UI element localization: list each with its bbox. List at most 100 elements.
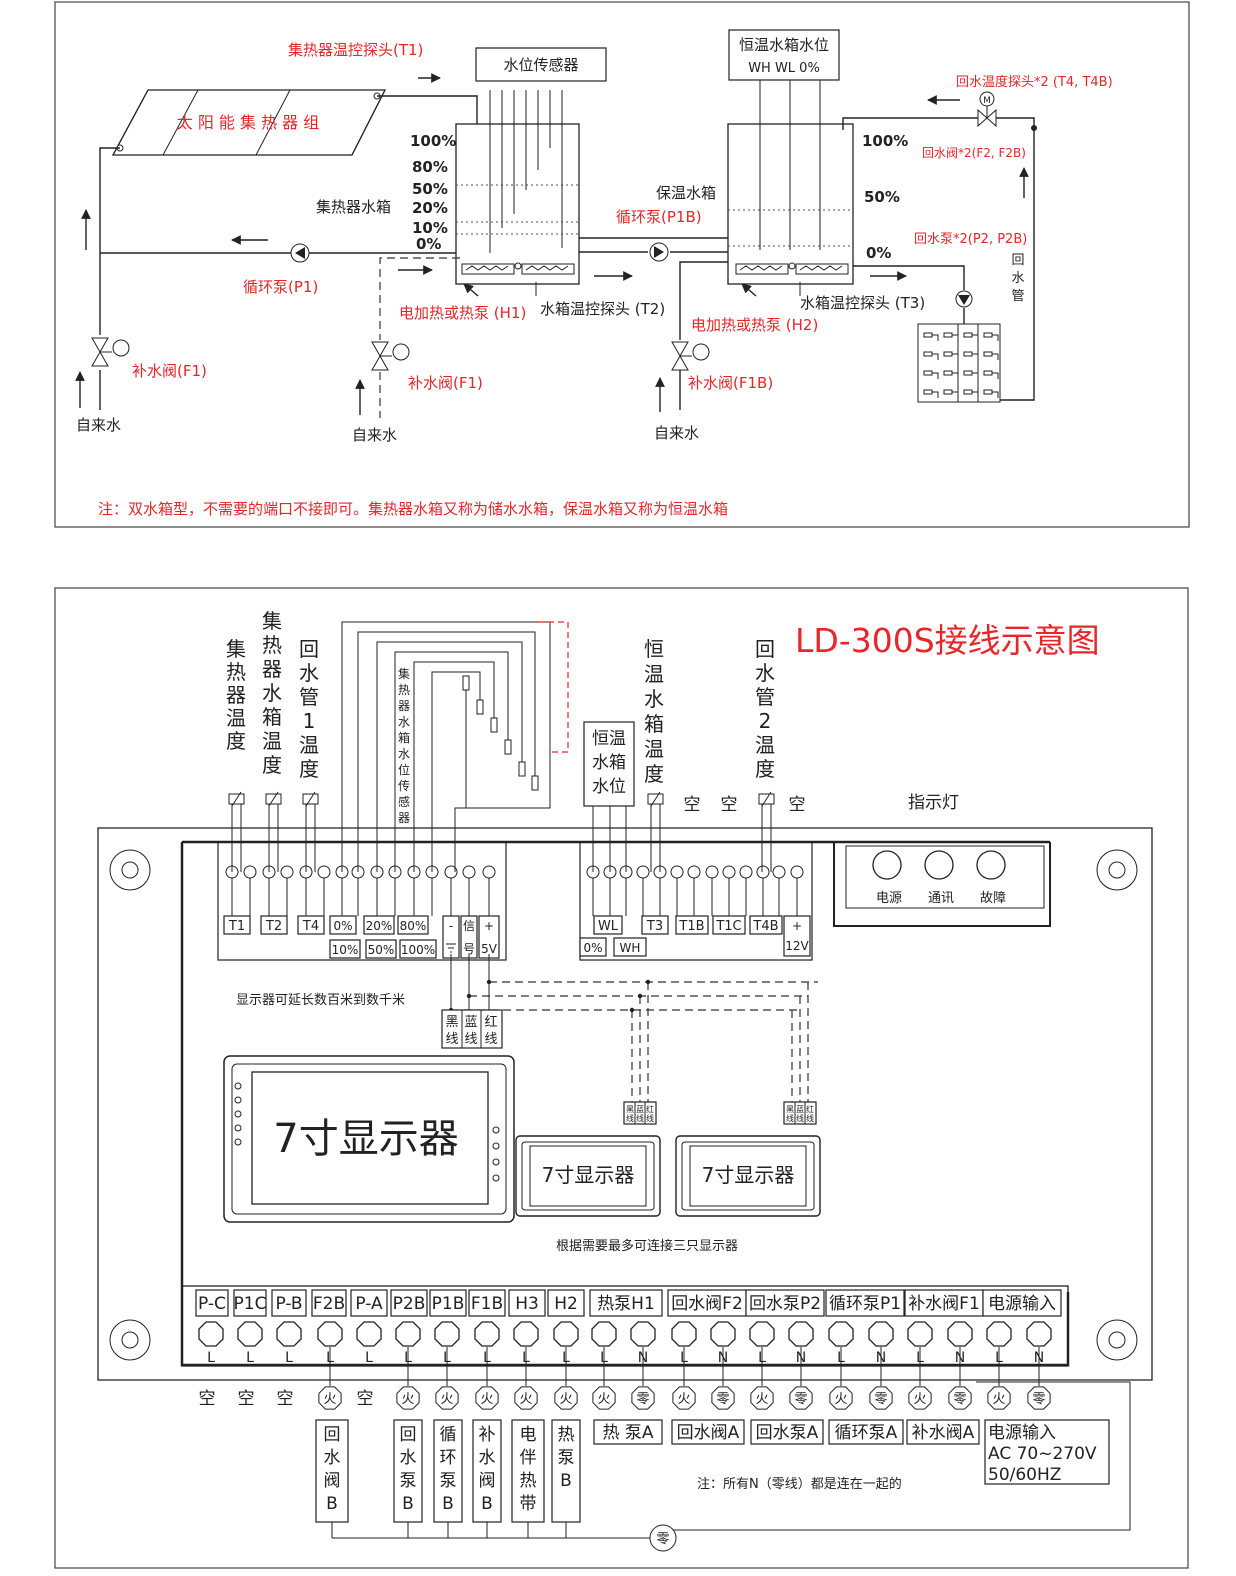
collector-tank-levels: 100% 80% 50% 20% 10% 0% bbox=[410, 132, 456, 253]
bottom-term-label: P-C bbox=[198, 1294, 226, 1314]
neutral-label: 零 bbox=[636, 1392, 649, 1407]
terminal-screw[interactable] bbox=[243, 865, 257, 879]
bottom-terminal-screw[interactable] bbox=[947, 1321, 973, 1347]
terminal-screw[interactable] bbox=[670, 865, 684, 879]
load-label-char: 泵 bbox=[440, 1471, 457, 1491]
tap-water-3: 自来水 bbox=[654, 424, 699, 442]
live-node bbox=[908, 1386, 932, 1410]
load-box-h bbox=[828, 1419, 904, 1445]
term-50pct: 50% bbox=[368, 943, 395, 957]
faucet bbox=[923, 351, 939, 360]
neutral-node bbox=[869, 1386, 893, 1410]
bottom-terminal-screw[interactable] bbox=[630, 1321, 656, 1347]
power-input-box bbox=[984, 1419, 1110, 1485]
bottom-terminal-screw[interactable] bbox=[868, 1321, 894, 1347]
bottom-terminal-screw[interactable] bbox=[356, 1321, 382, 1347]
load-label-h: 热 泵A bbox=[602, 1423, 653, 1443]
bottom-terminal-screw[interactable] bbox=[828, 1321, 854, 1347]
term-wl-0pct: 0% bbox=[583, 941, 602, 955]
bottom-terminal-screw[interactable] bbox=[276, 1321, 302, 1347]
sensor-label-char: 热 bbox=[398, 683, 410, 697]
lamp-power-label: 电源 bbox=[876, 891, 902, 906]
sensor-label-char: 度 bbox=[226, 729, 246, 753]
bottom-terminal-screw[interactable] bbox=[317, 1321, 343, 1347]
bottom-terminal-screw[interactable] bbox=[986, 1321, 1012, 1347]
empty-slot: 空 bbox=[277, 1389, 294, 1409]
keep-level-2: 0% bbox=[866, 244, 891, 262]
bottom-term-label-box bbox=[271, 1289, 307, 1317]
lower-frame bbox=[54, 587, 1189, 1569]
bottom-term-label-box bbox=[468, 1289, 506, 1317]
terminal-screw[interactable] bbox=[772, 865, 786, 879]
faucet-grid bbox=[917, 323, 1001, 403]
load-label-char: 循 bbox=[440, 1425, 457, 1445]
live-node bbox=[514, 1386, 538, 1410]
terminal-screw[interactable] bbox=[722, 865, 736, 879]
bottom-terminal-screw[interactable] bbox=[671, 1321, 697, 1347]
terminal-screw[interactable] bbox=[482, 865, 496, 879]
terminal-screw[interactable] bbox=[705, 865, 719, 879]
bottom-terminal-screw[interactable] bbox=[907, 1321, 933, 1347]
load-label-char: B bbox=[402, 1494, 414, 1514]
load-label-char: B bbox=[442, 1494, 454, 1514]
bottom-term-label-box bbox=[982, 1289, 1062, 1317]
keep-level-1: 50% bbox=[864, 188, 900, 206]
bottom-terminal-screw[interactable] bbox=[513, 1321, 539, 1347]
terminal-ln: L bbox=[365, 1350, 373, 1366]
live-label: 火 bbox=[755, 1392, 768, 1407]
bottom-term-label-box bbox=[390, 1289, 428, 1317]
indicator-panel: 指示灯 电源 通讯 故障 bbox=[845, 793, 1045, 909]
bottom-terminal-screw[interactable] bbox=[553, 1321, 579, 1347]
term-t1: T1 bbox=[228, 919, 245, 934]
terminal-screw[interactable] bbox=[739, 865, 753, 879]
terminal-screw[interactable] bbox=[462, 865, 476, 879]
load-label-h: 循环泵A bbox=[835, 1423, 898, 1443]
bottom-terminal-screw[interactable] bbox=[749, 1321, 775, 1347]
wire-black-1: 黑 bbox=[445, 1015, 458, 1030]
h1-label: 电加热或热泵 (H1) bbox=[399, 304, 526, 322]
bottom-terminal-block bbox=[181, 1285, 1069, 1367]
power-input-line: 电源输入 bbox=[988, 1423, 1056, 1443]
terminal-screw[interactable] bbox=[756, 865, 770, 879]
valve-f1b bbox=[671, 341, 710, 371]
svg-text:线: 线 bbox=[646, 1113, 654, 1123]
bottom-terminal-screw[interactable] bbox=[591, 1321, 617, 1347]
top-right-terminal-block bbox=[579, 841, 813, 961]
sensor-label-char: 器 bbox=[226, 683, 246, 707]
bottom-terminal-screw[interactable] bbox=[474, 1321, 500, 1347]
terminal-screw[interactable] bbox=[280, 865, 294, 879]
term-12v-plus: + bbox=[792, 919, 802, 933]
terminal-screw[interactable] bbox=[687, 865, 701, 879]
wire-color-box-small-1: 黑 线 蓝 线 红 线 bbox=[623, 1101, 657, 1125]
const-level-label: 恒温水箱水位 bbox=[739, 36, 829, 54]
lamp-comm-label: 通讯 bbox=[928, 891, 954, 906]
load-label-char: B bbox=[560, 1471, 572, 1491]
level-pct-0: 100% bbox=[410, 132, 456, 150]
terminal-screw[interactable] bbox=[790, 865, 804, 879]
bottom-terminal-screw[interactable] bbox=[198, 1321, 224, 1347]
bottom-terminal-screw[interactable] bbox=[710, 1321, 736, 1347]
terminal-screw[interactable] bbox=[636, 865, 650, 879]
bottom-terminal-screw[interactable] bbox=[237, 1321, 263, 1347]
bottom-terminal-screw[interactable] bbox=[1026, 1321, 1052, 1347]
live-label: 火 bbox=[519, 1392, 532, 1407]
solar-collector: 太 阳 能 集 热 器 组 bbox=[111, 89, 387, 156]
load-label-char: B bbox=[481, 1494, 493, 1514]
sensor-label-char: 温 bbox=[644, 662, 664, 686]
bottom-term-label: F2B bbox=[313, 1294, 345, 1314]
return-valve: M bbox=[977, 91, 997, 128]
return-pump-label: 回水泵*2(P2, P2B) bbox=[914, 232, 1027, 247]
load-label-char: 补 bbox=[479, 1425, 496, 1445]
terminal-screw[interactable] bbox=[317, 865, 331, 879]
lamp-fault bbox=[976, 850, 1006, 880]
bottom-terminal-screw[interactable] bbox=[395, 1321, 421, 1347]
tap-water-1: 自来水 bbox=[76, 416, 121, 434]
bottom-terminal-screw[interactable] bbox=[788, 1321, 814, 1347]
bottom-term-label: 热泵H1 bbox=[597, 1294, 655, 1314]
svg-text:蓝: 蓝 bbox=[796, 1104, 804, 1114]
term-12v: 12V bbox=[785, 939, 809, 953]
empty-slot: 空 bbox=[199, 1389, 216, 1409]
bottom-terminal-screw[interactable] bbox=[434, 1321, 460, 1347]
live-node bbox=[829, 1386, 853, 1410]
wh-wl-label: WH WL 0% bbox=[748, 61, 820, 76]
